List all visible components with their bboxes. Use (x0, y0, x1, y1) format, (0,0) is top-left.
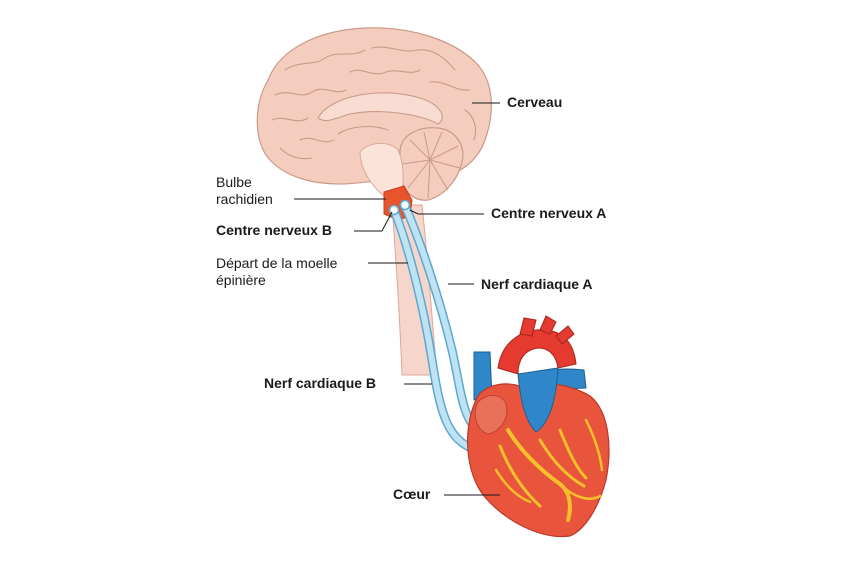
label-nerf-cardiaque-a: Nerf cardiaque A (481, 276, 593, 292)
label-bulbe-line1: Bulbe (216, 174, 252, 190)
label-depart-line2: épinière (216, 272, 266, 288)
label-nerf-cardiaque-b: Nerf cardiaque B (264, 375, 377, 391)
leader-lines (294, 102, 500, 496)
cardiac-nerves (389, 201, 487, 455)
label-bulbe-line2: rachidien (216, 191, 273, 207)
heart (467, 315, 610, 538)
leader-centre-a (409, 209, 484, 215)
leader-centre-b (354, 211, 393, 232)
label-centre-nerveux-b: Centre nerveux B (216, 222, 332, 238)
label-depart-line1: Départ de la moelle (216, 255, 338, 271)
label-cerveau: Cerveau (507, 94, 563, 110)
label-coeur: Cœur (393, 486, 431, 502)
label-centre-nerveux-a: Centre nerveux A (491, 205, 607, 221)
brain-stem (359, 143, 404, 197)
centre-nerveux-a-node (399, 199, 411, 211)
cerebellum (399, 127, 464, 201)
